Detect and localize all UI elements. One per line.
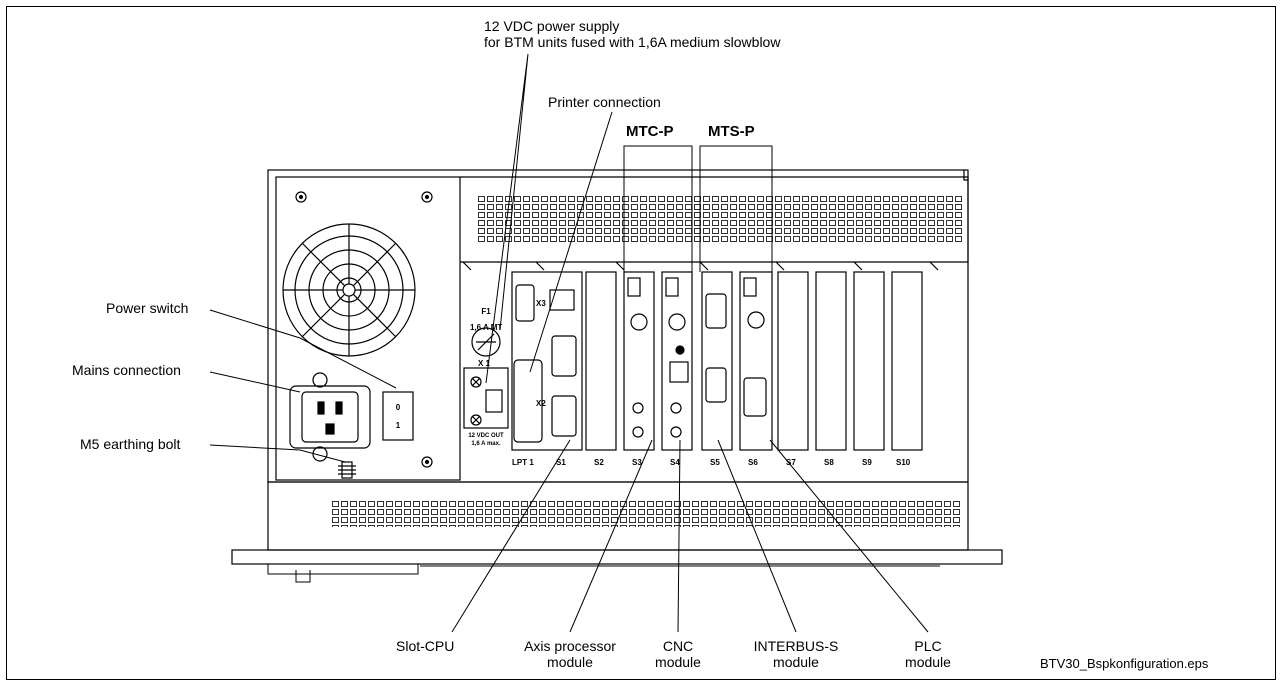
cnc-line2: module [655,654,701,670]
lpt-port-icon [513,359,543,443]
power-switch-icon [382,391,414,441]
slot-label-s1: S1 [556,458,566,467]
bottom-vent-grille [332,501,962,527]
fuse-holder-icon [471,327,501,357]
fuse-marking-line2: 1,6 A MT [470,323,503,332]
x3-port-icon [515,284,535,322]
fan-grille-icon [282,223,416,357]
plc-label: PLC module [898,638,958,670]
x2-marking: X2 [536,399,546,408]
plc-line1: PLC [914,638,942,654]
vga-port-icon [551,335,577,377]
terminal-block-icon [463,367,509,429]
mtc-p-label: MTC-P [626,123,674,140]
slot-card-s3 [623,271,655,451]
cnc-label: CNC module [648,638,708,670]
slot-label-s4: S4 [670,458,680,467]
switch-0-marking: 0 [395,403,401,412]
interbus-line2: module [773,654,819,670]
x3-marking: X3 [536,299,546,308]
top-callout: 12 VDC power supply for BTM units fused … [484,18,780,50]
interbus-label: INTERBUS-S module [744,638,848,670]
slot-label-s8: S8 [824,458,834,467]
earthing-bolt-label: M5 earthing bolt [80,436,181,452]
slot-label-s10: S10 [896,458,911,467]
slot-label-s7: S7 [786,458,796,467]
fuse-marking: F1 1,6 A MT [470,304,502,336]
mains-connection-label: Mains connection [72,362,181,378]
mts-p-label: MTS-P [708,123,755,140]
slot-label-s3: S3 [632,458,642,467]
mains-socket-icon [289,385,371,449]
interbus-line1: INTERBUS-S [753,638,839,654]
filename-label: BTV30_Bspkonfiguration.eps [1040,656,1209,671]
slot-card-s7 [777,271,809,451]
slot-card-s10 [891,271,923,451]
top-callout-line2: for BTM units fused with 1,6A medium slo… [484,34,781,50]
cnc-line1: CNC [662,638,694,654]
top-callout-line1: 12 VDC power supply [484,18,620,34]
slot-cpu-label: Slot-CPU [396,638,455,654]
slot-card-s5 [701,271,733,451]
plc-line2: module [905,654,951,670]
slot-card-s8 [815,271,847,451]
vdc-out-line2: 1,6 A max. [471,441,501,447]
vdc-out-line1: 12 VDC OUT [468,433,504,439]
slot-label-lpt1: LPT 1 [512,458,534,467]
vdc-out-marking: 12 VDC OUT 1,6 A max. [458,432,514,448]
terminal-marking: X 1 [478,359,491,368]
com-port-icon [551,395,577,437]
axis-processor-label: Axis processor module [500,638,640,670]
switch-1-marking: 1 [395,421,401,430]
slot-cpu-card [511,271,583,451]
slot-card-s9 [853,271,885,451]
slot-card-s4 [661,271,693,451]
earthing-bolt-icon [338,461,356,479]
slot-label-s9: S9 [862,458,872,467]
axis-processor-line1: Axis processor [524,638,616,654]
slot-card-s2 [585,271,617,451]
power-switch-label: Power switch [106,300,189,316]
slot-label-s2: S2 [594,458,604,467]
axis-processor-line2: module [547,654,593,670]
slot-label-s6: S6 [748,458,758,467]
figure-frame [6,6,1276,680]
fuse-marking-line1: F1 [481,307,491,316]
ethernet-port-icon [549,289,575,311]
top-vent-grille [478,196,964,244]
base-plate [231,549,1003,565]
slot-card-s6 [739,271,773,451]
slot-label-s5: S5 [710,458,720,467]
printer-connection-label: Printer connection [548,94,661,110]
psu-panel [275,176,461,481]
